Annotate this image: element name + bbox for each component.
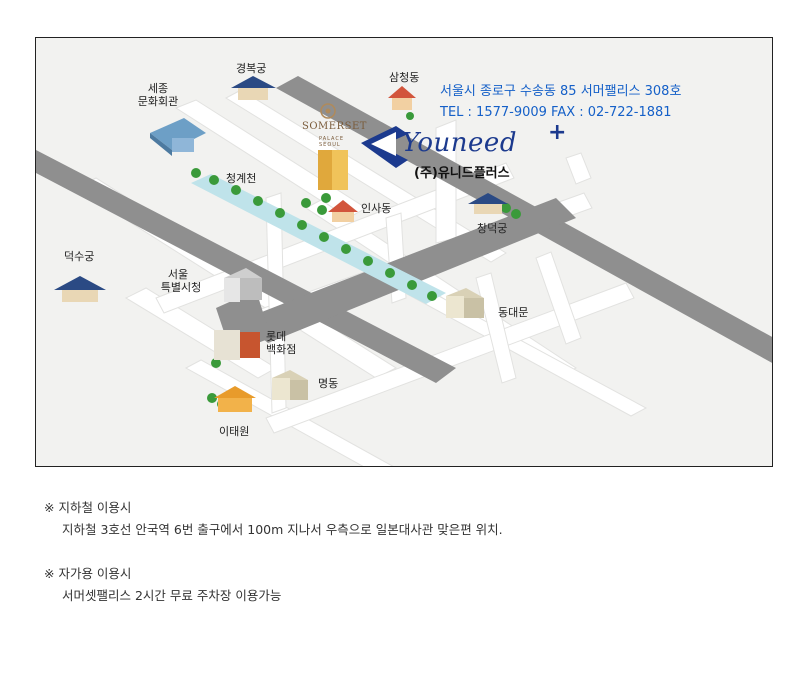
somerset-sub-seoul: SEOUL: [319, 142, 341, 148]
label-sejong-2: 문화회관: [137, 95, 179, 108]
somerset-sub-palace: PALACE: [319, 136, 344, 142]
minor-road: [565, 152, 592, 185]
label-dongdaemun: 동대문: [498, 306, 529, 319]
label-insadong: 인사동: [361, 202, 392, 215]
tree: [385, 268, 395, 278]
location-map: 서울시 종로구 수송동 85 서머팰리스 308호 TEL : 1577-900…: [35, 37, 773, 467]
insadong-house-icon: [328, 200, 358, 222]
tree: [207, 393, 217, 403]
tree: [297, 220, 307, 230]
minor-road: [265, 282, 635, 434]
somerset-emblem-icon: [320, 103, 336, 119]
tree: [407, 280, 417, 290]
brand-korean-name: (주)유니드플러스: [414, 166, 510, 181]
lotte-department-store-icon: [214, 330, 260, 360]
samcheongdong-house-icon: [388, 86, 416, 110]
city-hall-icon: [224, 268, 262, 302]
dongdaemun-building-icon: [446, 288, 484, 318]
subway-title: ※ 지하철 이용시: [44, 500, 132, 515]
label-cityhall-1: 서울: [167, 268, 189, 281]
deoksugung-palace-icon: [54, 276, 106, 302]
subway-text: 지하철 3호선 안국역 6번 출구에서 100m 지나서 우측으로 일본대사관 …: [62, 522, 503, 537]
tree: [253, 196, 263, 206]
label-gyeongbokgung: 경복궁: [236, 62, 267, 75]
brand-name: Youneed: [402, 128, 517, 158]
sejong-center-icon: [150, 118, 206, 156]
changdeokgung-palace-icon: [468, 193, 508, 214]
address-block: 서울시 종로구 수송동 85 서머팰리스 308호 TEL : 1577-900…: [440, 81, 681, 123]
itaewon-house-icon: [214, 386, 256, 412]
main-road-crossing: [241, 198, 576, 343]
brand-plus: +: [548, 120, 567, 145]
somerset-subtitle: PALACE SEOUL: [319, 136, 344, 148]
tree: [317, 205, 327, 215]
label-sejong-1: 세종: [147, 82, 169, 95]
address-line: 서울시 종로구 수송동 85 서머팰리스 308호: [440, 84, 682, 99]
tree: [209, 175, 219, 185]
label-changdeokgung: 창덕궁: [477, 222, 508, 235]
contact-line: TEL : 1577-9009 FAX : 02-722-1881: [440, 105, 672, 120]
youneed-logo-icon: [361, 126, 408, 168]
tree: [275, 208, 285, 218]
tree: [231, 185, 241, 195]
tree: [341, 244, 351, 254]
label-cityhall-2: 특별시청: [160, 281, 202, 294]
minor-road: [475, 272, 517, 384]
tree: [511, 209, 521, 219]
map-graphic: [36, 76, 772, 466]
directions: ※ 지하철 이용시 지하철 3호선 안국역 6번 출구에서 100m 지나서 우…: [44, 497, 503, 607]
minor-road: [535, 251, 582, 345]
tree: [501, 203, 511, 213]
tree: [427, 291, 437, 301]
somerset-tower-icon: [318, 150, 348, 190]
gyeongbokgung-palace-icon: [231, 76, 276, 100]
tree: [321, 193, 331, 203]
somerset-name: SOMERSET: [302, 121, 367, 132]
label-lotte-2: 백화점: [266, 343, 297, 356]
tree: [363, 256, 373, 266]
car-text: 서머셋팰리스 2시간 무료 주차장 이용가능: [62, 588, 282, 603]
myeongdong-building-icon: [272, 370, 308, 400]
label-lotte-1: 롯데: [266, 330, 287, 343]
tree: [191, 168, 201, 178]
label-myeongdong: 명동: [318, 377, 339, 390]
label-samcheongdong: 삼청동: [389, 71, 420, 84]
stream: [191, 174, 446, 304]
tree: [301, 198, 311, 208]
notes-spacer: [44, 541, 503, 563]
label-itaewon: 이태원: [219, 425, 250, 438]
car-title: ※ 자가용 이용시: [44, 566, 132, 581]
label-cheonggyecheon: 청계천: [226, 172, 257, 185]
label-deoksugung: 덕수궁: [64, 250, 95, 263]
tree: [319, 232, 329, 242]
tree: [211, 358, 221, 368]
tree: [406, 112, 414, 120]
main-road-diagonal: [36, 150, 456, 383]
